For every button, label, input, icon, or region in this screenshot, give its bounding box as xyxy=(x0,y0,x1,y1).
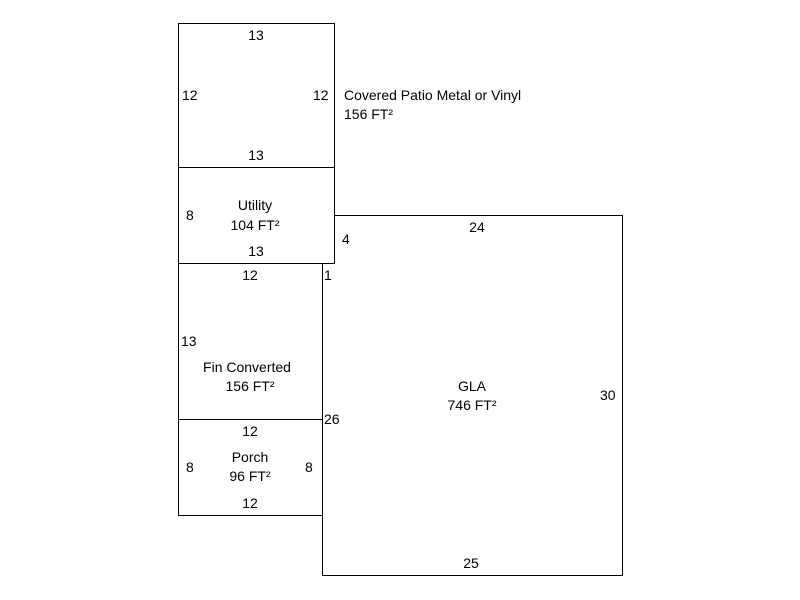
patio-right-dimension: 12 xyxy=(313,87,329,103)
gla-room-area: 746 FT² xyxy=(447,397,497,413)
fin-converted-left-dimension: 13 xyxy=(181,333,197,349)
utility-left-dimension: 8 xyxy=(186,207,194,223)
fin-converted-room-name: Fin Converted xyxy=(203,359,291,375)
utility-right-dimension: 4 xyxy=(342,231,350,247)
porch-right-dimension: 8 xyxy=(305,459,313,475)
utility-room-name: Utility xyxy=(237,197,273,213)
gla-room-name: GLA xyxy=(457,378,487,394)
patio-left-dimension: 12 xyxy=(182,87,198,103)
patio-room-area: 156 FT² xyxy=(344,106,394,122)
porch-bottom-dimension: 12 xyxy=(242,495,258,511)
gla-bottom-dimension: 25 xyxy=(463,555,479,571)
gla-outline xyxy=(322,215,623,576)
fin-converted-step-dimension: 1 xyxy=(324,267,332,283)
gla-top-dimension: 24 xyxy=(469,219,485,235)
gla-left-dimension: 26 xyxy=(324,411,340,427)
patio-outline xyxy=(178,23,335,168)
patio-bottom-dimension: 13 xyxy=(248,147,264,163)
fin-converted-room-area: 156 FT² xyxy=(225,378,275,394)
porch-room-name: Porch xyxy=(231,449,269,465)
utility-room-area: 104 FT² xyxy=(230,217,280,233)
utility-bottom-dimension: 13 xyxy=(248,243,264,259)
gla-right-dimension: 30 xyxy=(600,387,616,403)
patio-room-name: Covered Patio Metal or Vinyl xyxy=(344,87,522,103)
porch-top-dimension: 12 xyxy=(242,423,258,439)
fin-converted-top-dimension: 12 xyxy=(242,267,258,283)
porch-room-area: 96 FT² xyxy=(229,468,271,484)
porch-left-dimension: 8 xyxy=(186,459,194,475)
fin-converted-outline xyxy=(178,263,323,420)
patio-top-dimension: 13 xyxy=(248,27,264,43)
